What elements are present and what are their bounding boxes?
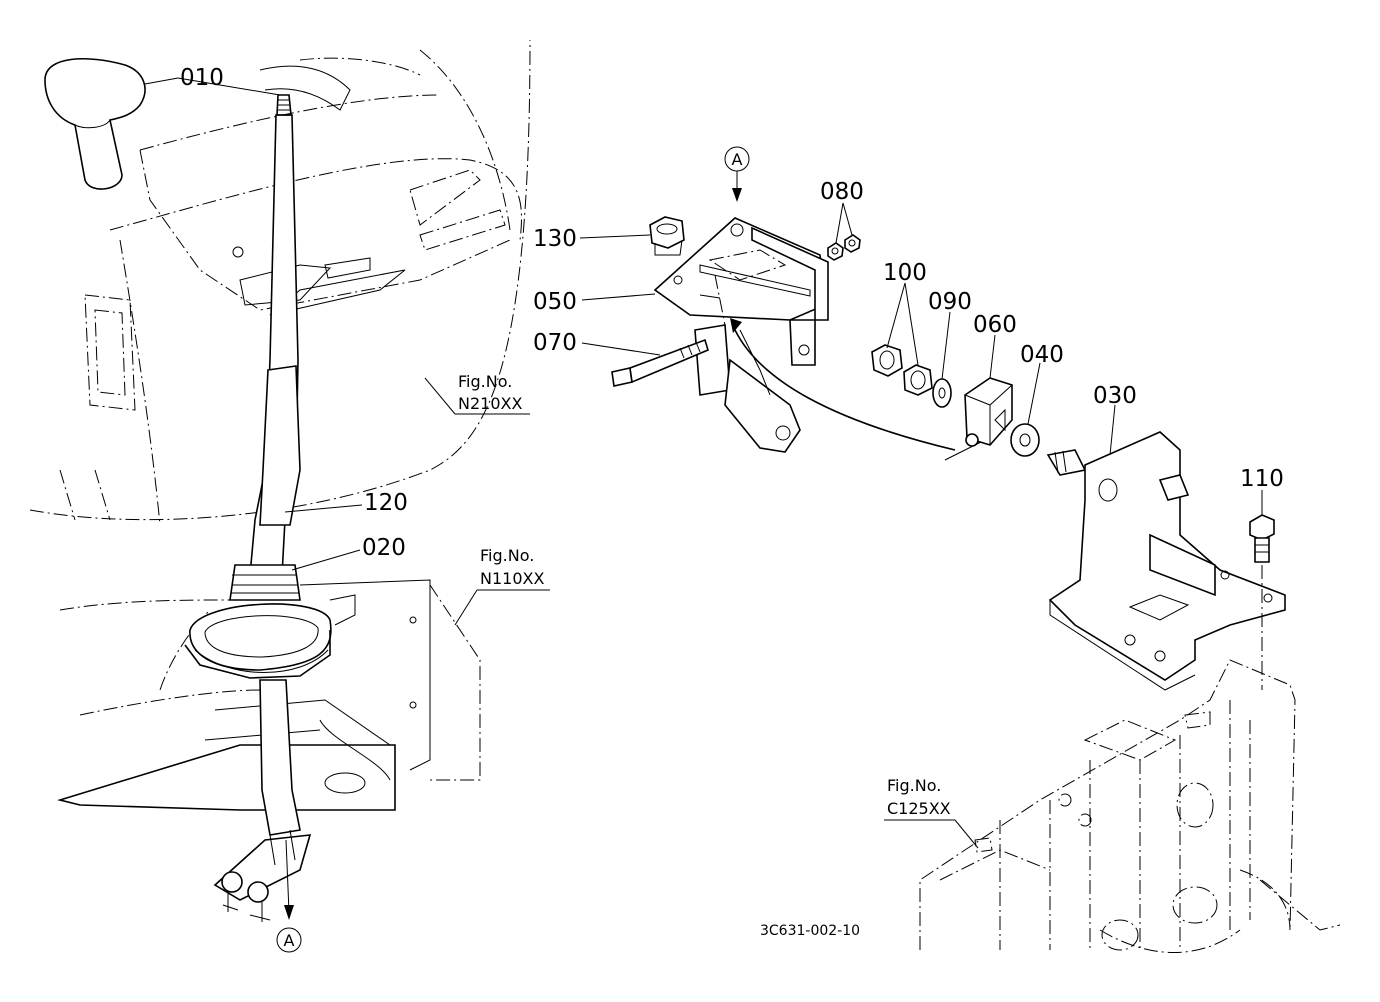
bracket-050 <box>653 217 829 453</box>
connector-a-top: A <box>724 146 750 202</box>
svg-text:C125XX: C125XX <box>887 799 951 818</box>
lever-boot-020 <box>184 564 332 679</box>
connector-a-bottom: A <box>276 927 302 953</box>
transmission-housing <box>919 659 1341 953</box>
label-050: 050 <box>533 289 577 315</box>
floor-plate-background <box>57 579 481 811</box>
console-background <box>29 39 531 526</box>
bolt-070 <box>611 338 709 387</box>
washer-040 <box>1010 423 1040 457</box>
label-080: 080 <box>820 179 864 205</box>
label-020: 020 <box>362 535 406 561</box>
label-130: 130 <box>533 226 577 252</box>
reference-n210xx: Fig.No. N210XX <box>424 372 530 415</box>
bracket-030 <box>1046 431 1286 691</box>
svg-text:A: A <box>732 150 743 169</box>
label-070: 070 <box>533 330 577 356</box>
svg-text:Fig.No.: Fig.No. <box>458 372 512 391</box>
joint-060 <box>964 377 1013 447</box>
nuts-080 <box>827 234 861 261</box>
label-060: 060 <box>973 312 1017 338</box>
shift-lever-120 <box>249 94 301 836</box>
svg-text:N210XX: N210XX <box>458 394 522 413</box>
svg-text:N110XX: N110XX <box>480 569 544 588</box>
washer-090 <box>932 378 952 408</box>
shift-knob-010 <box>44 57 146 190</box>
svg-text:A: A <box>284 931 295 950</box>
reference-n110xx: Fig.No. N110XX <box>454 546 550 626</box>
nut-130 <box>649 216 685 256</box>
lever-bottom-bracket <box>213 829 312 922</box>
label-110: 110 <box>1240 466 1284 492</box>
drawing-number: 3C631-002-10 <box>760 923 860 939</box>
label-120: 120 <box>364 490 408 516</box>
label-040: 040 <box>1020 342 1064 368</box>
svg-text:Fig.No.: Fig.No. <box>887 776 941 795</box>
label-010: 010 <box>180 65 224 91</box>
svg-text:Fig.No.: Fig.No. <box>480 546 534 565</box>
label-030: 030 <box>1093 383 1137 409</box>
spacers-100 <box>871 344 933 396</box>
reference-c125xx: Fig.No. C125XX <box>884 776 979 849</box>
label-100: 100 <box>883 260 927 286</box>
label-090: 090 <box>928 289 972 315</box>
